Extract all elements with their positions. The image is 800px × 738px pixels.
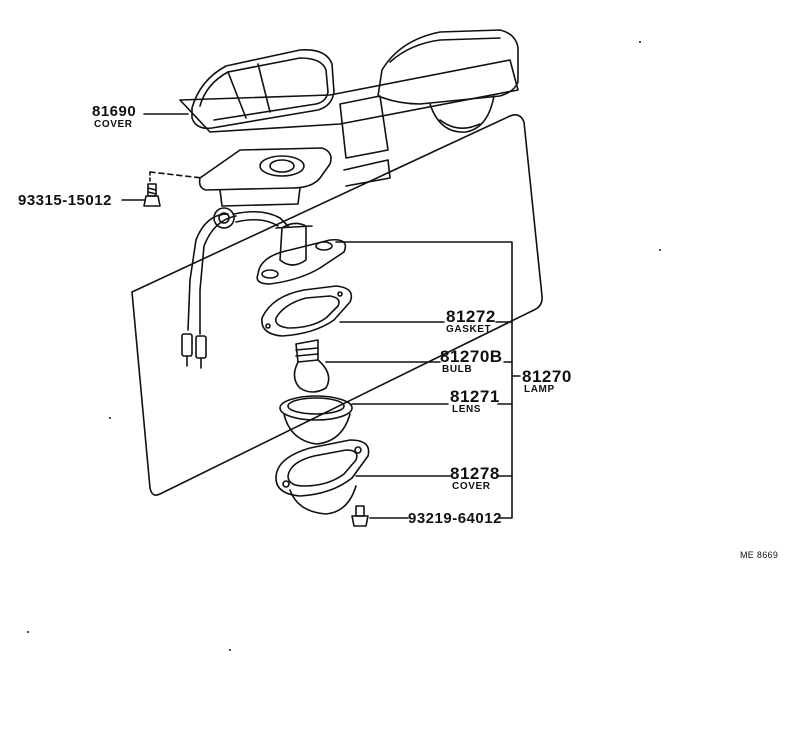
part-number-81271: 81271 [450,387,500,406]
wire-harness [187,213,229,331]
mounting-bracket [198,147,332,191]
part-number-81272: 81272 [446,307,496,326]
part-name-lens: LENS [452,404,482,415]
lamp-bracket-line [335,241,513,519]
part-number-81270B: 81270B [440,347,503,366]
part-name-gasket: GASKET [446,324,492,335]
lamp-housing-bar [179,59,519,133]
part-number-81270: 81270 [522,367,572,386]
top-screw [143,183,161,207]
license-plate [131,114,543,496]
part-number-93219-64012: 93219-64012 [408,510,502,527]
lens [279,395,353,445]
part-number-93315-15012: 93315-15012 [18,192,112,209]
part-number-81278: 81278 [450,464,500,483]
bulb [293,339,330,393]
part-name-cover-bottom: COVER [452,481,491,492]
right-housing [377,29,519,105]
gasket [261,285,353,337]
part-name-bulb: BULB [442,364,473,375]
part-name-lamp: LAMP [524,384,555,395]
part-number-81690: 81690 [92,103,137,120]
bottom-screw [351,505,369,527]
part-name-cover-top: COVER [94,119,133,130]
drawing-code: ME 8669 [740,550,779,560]
top-cover [191,48,335,130]
bottom-cover [275,439,370,515]
lamp-socket [256,222,347,285]
